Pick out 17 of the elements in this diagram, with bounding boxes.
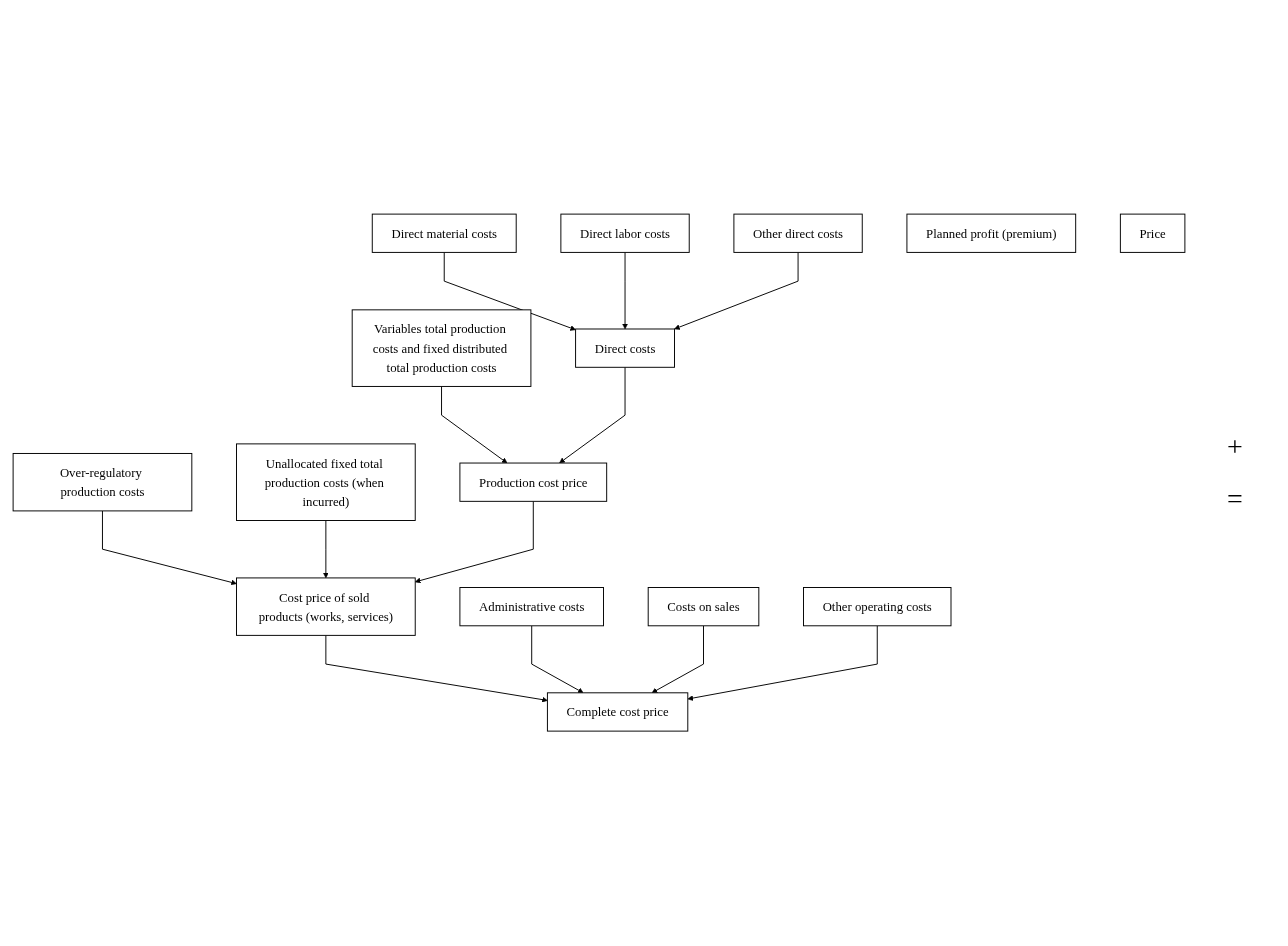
node-box: Unallocated fixed total production costs (when incurred) xyxy=(236,443,416,522)
node-box: Direct material costs xyxy=(371,214,517,254)
node-box: Production cost price xyxy=(459,462,608,503)
node-box: Costs on sales xyxy=(647,587,760,627)
node-box: Over-regulatory production costs xyxy=(12,453,193,512)
node-box: Price xyxy=(1119,214,1186,254)
node-box: Direct labor costs xyxy=(560,214,690,254)
node-box: Complete cost price xyxy=(546,692,689,732)
node-box: Other direct costs xyxy=(733,214,863,254)
node-box: Other operating costs xyxy=(803,587,952,627)
node-box: Administrative costs xyxy=(459,587,604,627)
node-box: Variables total production costs and fixed distributed total production costs xyxy=(351,309,532,388)
node-box: Planned profit (premium) xyxy=(906,214,1077,254)
operator-label: = xyxy=(1227,483,1243,515)
node-box: Direct costs xyxy=(575,328,675,369)
node-box: Cost price of sold products (works, services) xyxy=(236,577,416,637)
operator-label: + xyxy=(1227,431,1243,463)
